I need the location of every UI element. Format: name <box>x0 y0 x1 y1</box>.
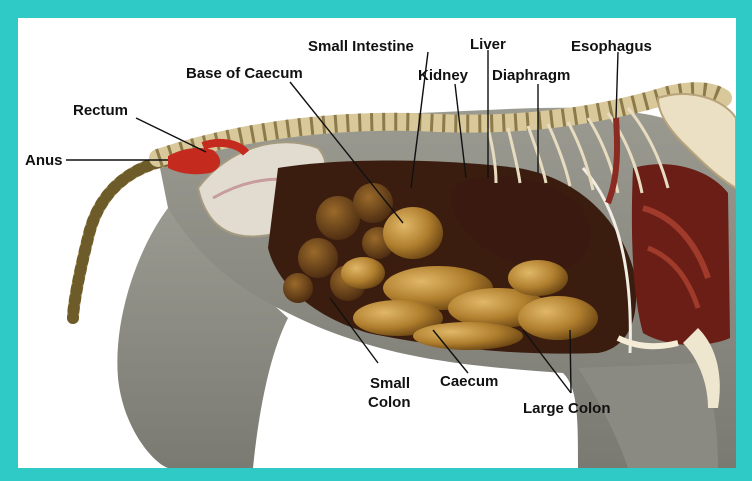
label-small-colon-line1: Small <box>370 375 410 392</box>
diagram-frame: Small Intestine Liver Esophagus Base of … <box>18 18 736 468</box>
label-rectum: Rectum <box>73 102 128 119</box>
label-small-colon-line2: Colon <box>368 394 411 411</box>
label-base-of-caecum: Base of Caecum <box>186 65 303 82</box>
leader-large-colon-2 <box>570 330 571 393</box>
lungs-heart <box>632 164 730 345</box>
label-diaphragm: Diaphragm <box>492 67 570 84</box>
label-caecum: Caecum <box>440 373 498 390</box>
label-kidney: Kidney <box>418 67 468 84</box>
label-small-intestine: Small Intestine <box>308 38 414 55</box>
label-liver: Liver <box>470 36 506 53</box>
label-esophagus: Esophagus <box>571 38 652 55</box>
label-large-colon: Large Colon <box>523 400 611 417</box>
label-anus: Anus <box>25 152 63 169</box>
caecum-base-organ <box>383 207 443 259</box>
